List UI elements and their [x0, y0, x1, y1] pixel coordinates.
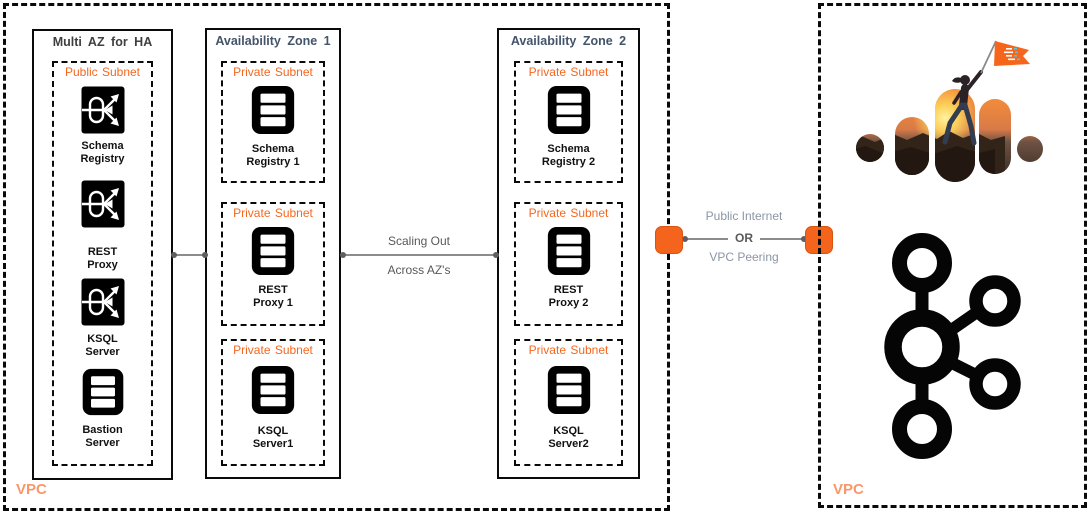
- right-vpc-label: VPC: [833, 481, 864, 498]
- private-subnet-box: Private Subnet Schema Registry 1: [221, 61, 325, 183]
- private-subnet-box: Private Subnet KSQL Server2: [514, 339, 623, 466]
- node-label-line1: KSQL: [553, 425, 584, 437]
- node-label: REST Proxy 2: [516, 284, 621, 310]
- server-icon: [223, 85, 323, 135]
- public-subnet-box: Public Subnet Schema: [52, 61, 153, 466]
- right-vpc-boundary: [818, 3, 1087, 508]
- node-label-line1: KSQL: [257, 425, 289, 437]
- node-label-line2: Server1: [252, 438, 294, 450]
- connector-endpoint: [202, 252, 208, 258]
- node-label-line2: Server2: [548, 438, 589, 450]
- node-label-line2: Proxy 1: [253, 297, 293, 309]
- vpc-gateway-node: [655, 226, 683, 254]
- node-label-line2: Registry: [80, 153, 125, 165]
- connector-line: [175, 254, 205, 256]
- node-label: Schema Registry 2: [516, 143, 621, 169]
- node-label: KSQL Server2: [516, 425, 621, 451]
- public-internet-label: Public Internet: [705, 209, 783, 223]
- server-icon: [223, 226, 323, 276]
- public-subnet-label: Public Subnet: [64, 65, 141, 79]
- server-icon: [516, 85, 621, 135]
- node-label-line2: Server: [85, 437, 120, 449]
- server-icon: [516, 226, 621, 276]
- node-label: Bastion Server: [54, 424, 151, 450]
- confluent-summit-flag-photo: [856, 40, 1043, 182]
- server-icon: [516, 365, 621, 415]
- server-icon: [54, 368, 151, 416]
- connector-endpoint: [801, 236, 807, 242]
- node-label: Schema Registry: [54, 140, 151, 166]
- private-subnet-label: Private Subnet: [233, 206, 313, 220]
- node-label-line1: Bastion: [82, 424, 123, 436]
- private-subnet-box: Private Subnet REST Proxy 2: [514, 202, 623, 326]
- load-balancer-icon: [54, 180, 151, 228]
- across-azs-label: Across AZ's: [387, 263, 451, 277]
- or-label: OR: [676, 231, 812, 245]
- availability-zone-2-box: Availability Zone 2 Private Subnet Schem…: [497, 28, 640, 479]
- flag-pole: [980, 40, 997, 74]
- multi-az-title: Multi AZ for HA: [52, 35, 153, 49]
- server-icon: [223, 365, 323, 415]
- node-label-line1: Schema: [251, 143, 295, 155]
- node-label-line1: Schema: [547, 143, 590, 155]
- node-label-line2: Registry 2: [541, 156, 596, 168]
- node-label-line1: REST: [553, 284, 584, 296]
- availability-zone-2-title: Availability Zone 2: [510, 34, 627, 48]
- connector-line: [343, 254, 495, 256]
- node-label-line2: Proxy 2: [548, 297, 589, 309]
- availability-zone-1-title: Availability Zone 1: [215, 34, 331, 48]
- private-subnet-label: Private Subnet: [528, 65, 609, 79]
- apache-kafka-logo: [884, 233, 1021, 459]
- multi-az-box: Multi AZ for HA Public Subnet: [32, 29, 173, 480]
- node-label-line2: Proxy: [87, 259, 118, 271]
- private-subnet-box: Private Subnet REST Proxy 1: [221, 202, 325, 326]
- availability-zone-1-box: Availability Zone 1 Private Subnet Schem…: [205, 28, 341, 479]
- node-label-line2: Registry 1: [246, 156, 300, 168]
- node-label-line1: REST: [87, 246, 118, 258]
- connector-endpoint: [340, 252, 346, 258]
- left-vpc-boundary: [3, 3, 670, 511]
- private-subnet-box: Private Subnet KSQL Server1: [221, 339, 325, 466]
- node-label: REST Proxy 1: [223, 284, 323, 310]
- private-subnet-label: Private Subnet: [233, 343, 313, 357]
- connector-endpoint: [171, 252, 177, 258]
- node-label-line2: Server: [85, 346, 120, 358]
- private-subnet-box: Private Subnet Schema Registry 2: [514, 61, 623, 183]
- private-subnet-label: Private Subnet: [528, 343, 609, 357]
- node-label-line1: REST: [258, 284, 288, 296]
- node-label: Schema Registry 1: [223, 143, 323, 169]
- private-subnet-label: Private Subnet: [233, 65, 313, 79]
- or-label-text: OR: [728, 231, 760, 245]
- node-label-line1: KSQL: [87, 333, 118, 345]
- private-subnet-label: Private Subnet: [528, 206, 609, 220]
- connector-endpoint: [682, 236, 688, 242]
- node-label: KSQL Server: [54, 333, 151, 359]
- confluent-flag: [994, 41, 1030, 66]
- node-label-line1: Schema: [81, 140, 124, 152]
- node-label: REST Proxy: [54, 246, 151, 272]
- scaling-out-label: Scaling Out: [387, 234, 451, 248]
- load-balancer-icon: [54, 86, 151, 134]
- vpc-peering-label: VPC Peering: [709, 250, 779, 264]
- connector-endpoint: [493, 252, 499, 258]
- node-label: KSQL Server1: [223, 425, 323, 451]
- load-balancer-icon: [54, 278, 151, 326]
- left-vpc-label: VPC: [16, 481, 47, 498]
